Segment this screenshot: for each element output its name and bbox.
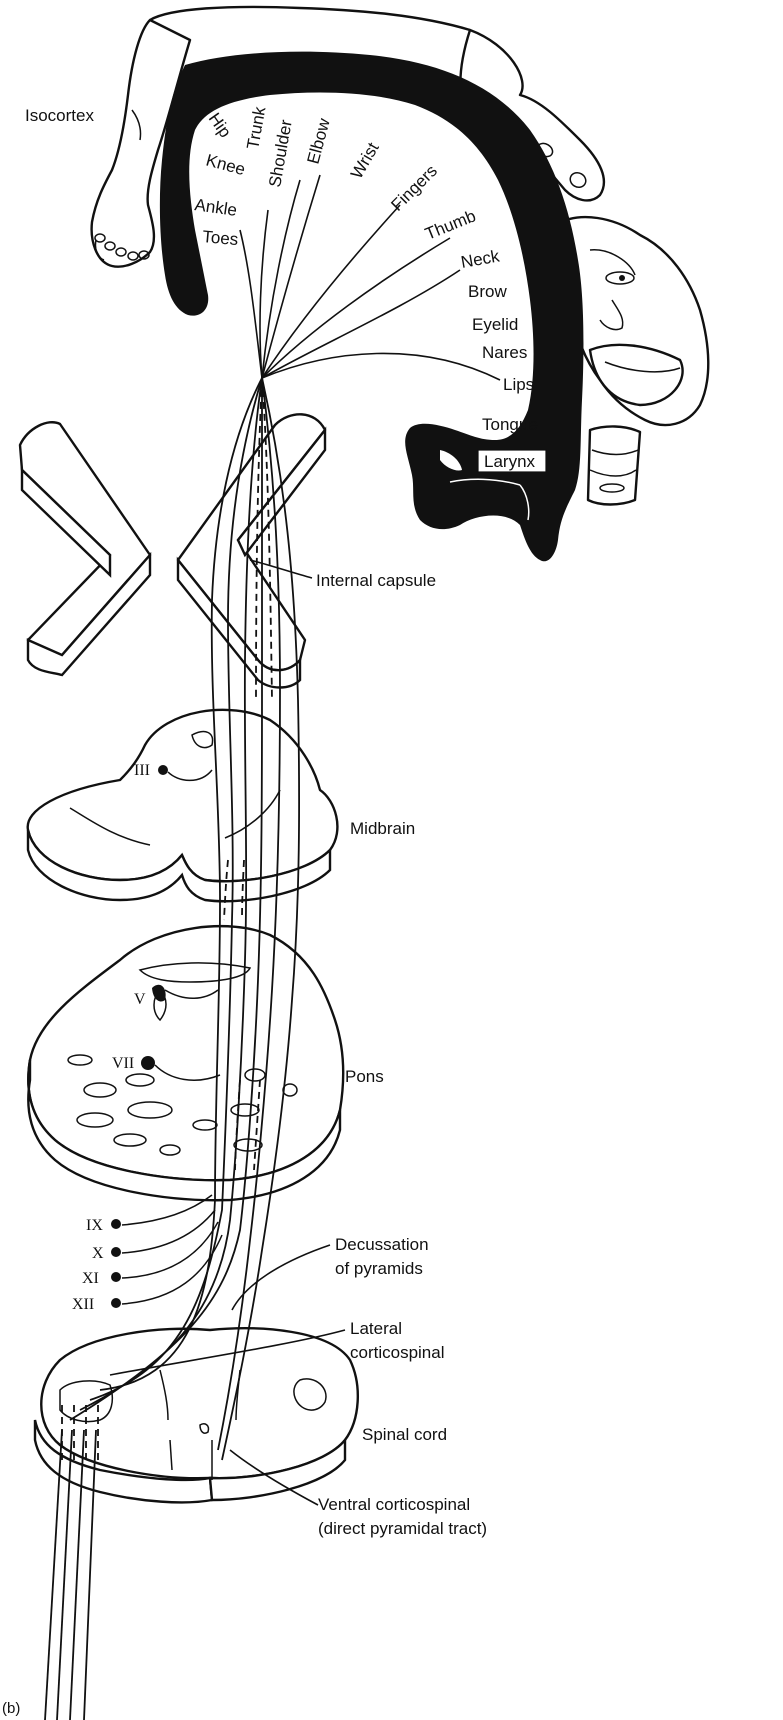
pons-section: [28, 926, 343, 1200]
label-knee: Knee: [204, 151, 247, 180]
nucleus-XII-label: XII: [72, 1296, 94, 1313]
nucleus-IX-label: IX: [86, 1217, 103, 1234]
label-brow: Brow: [468, 282, 507, 301]
label-tongue: Tongue: [482, 415, 538, 434]
nucleus-VII-label: VII: [112, 1055, 134, 1072]
label-larynx: Larynx: [484, 452, 536, 471]
decussation-label-line1: Decussation: [335, 1235, 429, 1254]
panel-label: (b): [2, 1700, 20, 1717]
label-ankle: Ankle: [193, 195, 238, 220]
decussation-label-line2: of pyramids: [335, 1259, 423, 1278]
label-nares: Nares: [482, 343, 527, 362]
midbrain-section: [28, 710, 338, 901]
internal-capsule-label: Internal capsule: [316, 571, 436, 590]
label-shoulder: Shoulder: [265, 118, 296, 189]
lateral-corticospinal-label-line1: Lateral: [350, 1319, 402, 1338]
label-trunk: Trunk: [243, 105, 269, 151]
nucleus-V-label: V: [134, 991, 146, 1008]
label-hip: Hip: [205, 109, 235, 141]
pons-label: Pons: [345, 1067, 384, 1086]
midbrain-label: Midbrain: [350, 819, 415, 838]
spinal-cord-label: Spinal cord: [362, 1425, 447, 1444]
spinal-cord-section: [35, 1328, 358, 1502]
label-neck: Neck: [459, 246, 501, 272]
nucleus-X-label: X: [92, 1245, 104, 1262]
lateral-corticospinal-label-line2: corticospinal: [350, 1343, 445, 1362]
ventral-corticospinal-label-line2: (direct pyramidal tract): [318, 1519, 487, 1538]
label-thumb: Thumb: [422, 206, 478, 243]
label-elbow: Elbow: [304, 116, 335, 166]
label-fingers: Fingers: [387, 161, 441, 215]
label-eyelid: Eyelid: [472, 315, 518, 334]
label-toes: Toes: [202, 227, 239, 249]
nucleus-XI-label: XI: [82, 1270, 99, 1287]
label-lips: Lips: [503, 375, 534, 394]
ventral-corticospinal-label-line1: Ventral corticospinal: [318, 1495, 470, 1514]
nucleus-III-label: III: [134, 762, 150, 779]
isocortex-label: Isocortex: [25, 106, 94, 125]
label-wrist: Wrist: [347, 139, 383, 182]
